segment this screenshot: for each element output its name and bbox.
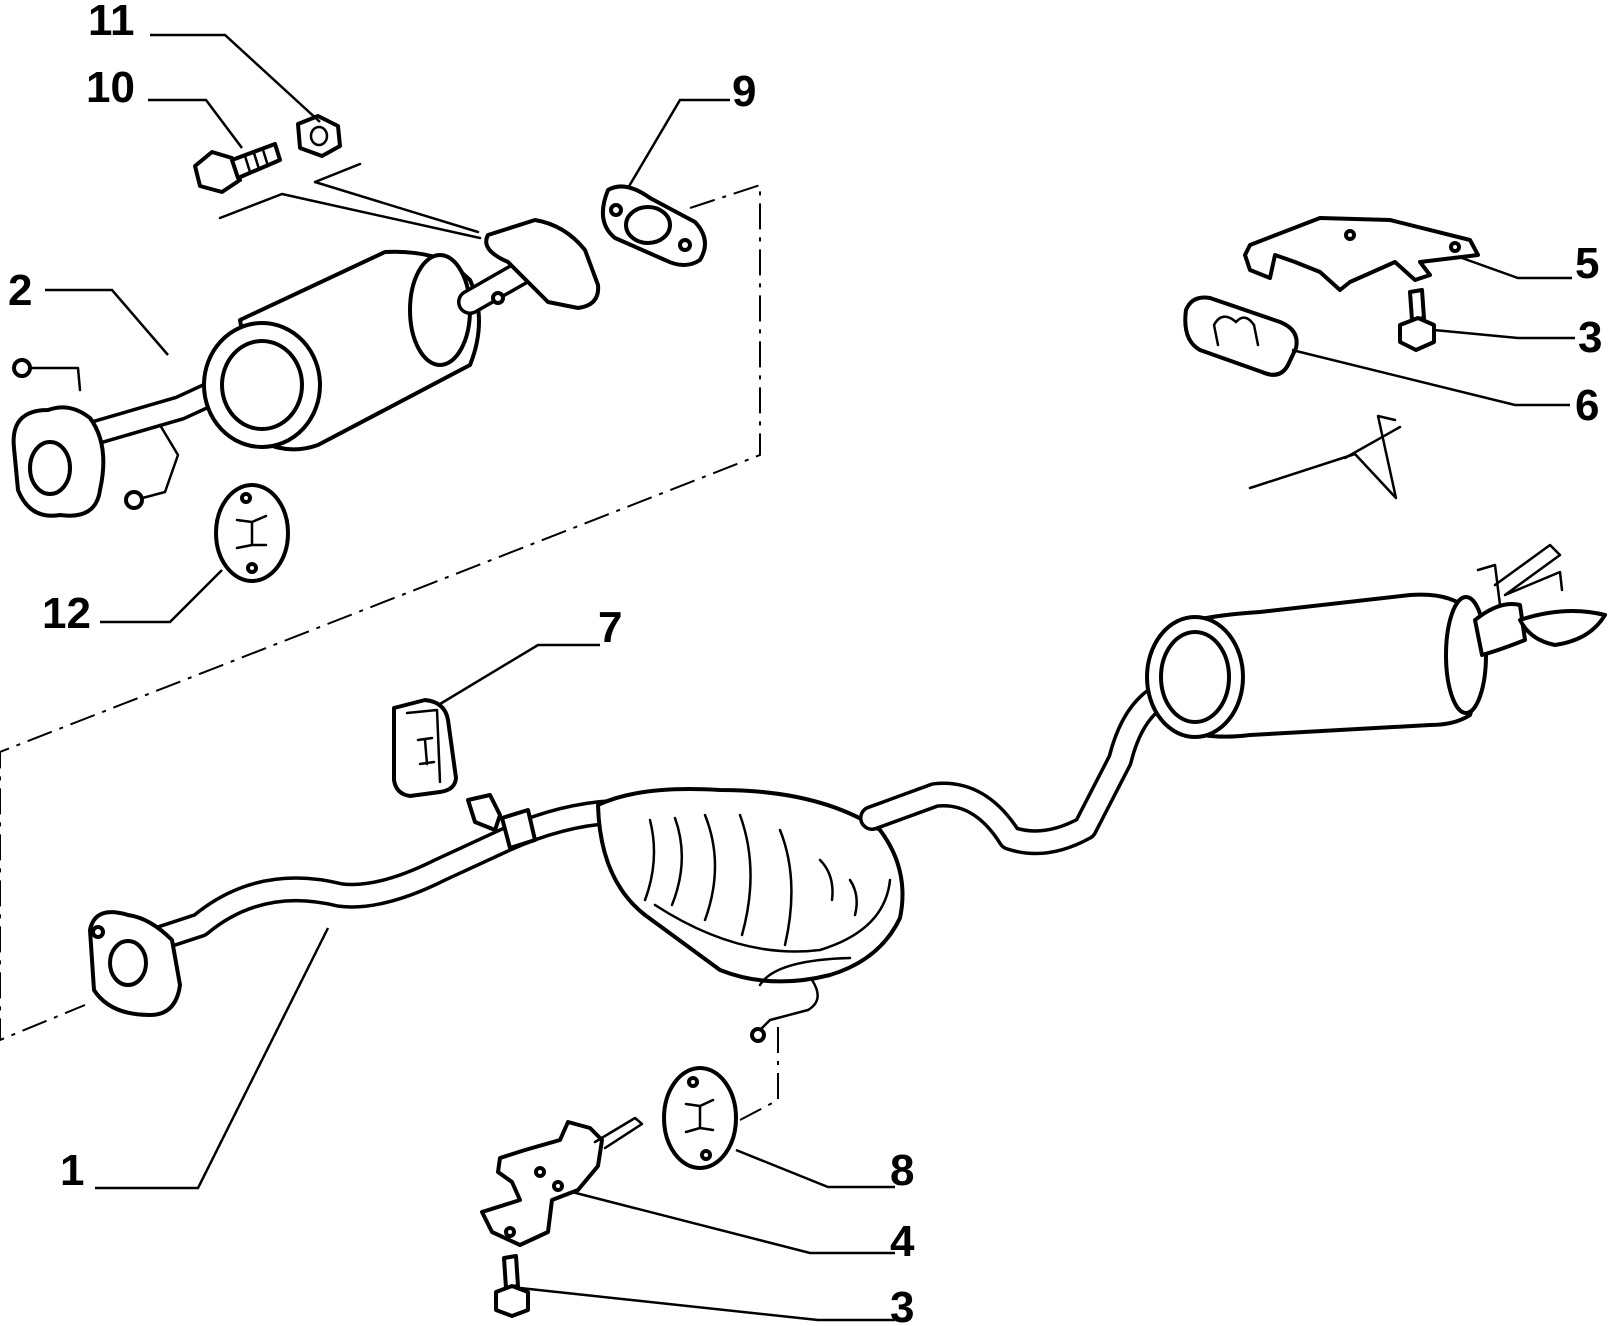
- callout-4: 4: [890, 1217, 915, 1266]
- flange-bolt: [193, 142, 282, 194]
- stud-upper: [1398, 288, 1436, 352]
- rubber-mount-rear: [662, 1066, 738, 1170]
- stud-lower: [494, 1254, 530, 1318]
- front-pipe-catalytic-converter: [11, 218, 601, 518]
- flange-nut: [296, 114, 342, 158]
- exhaust-pipe-system: [88, 543, 1607, 1043]
- rubber-hanger: [392, 698, 458, 798]
- assembly-reference-lines: [0, 183, 779, 1121]
- callout-12: 12: [42, 589, 91, 638]
- callout-11: 11: [88, 0, 135, 45]
- callout-leader-lines: [45, 33, 1575, 1322]
- callout-labels: 11 10 2 9 5 3 6 12 7 8 4 3 1: [8, 0, 1602, 1326]
- rear-bracket: [1243, 216, 1480, 292]
- front-bracket: [480, 1116, 644, 1247]
- callout-2: 2: [8, 266, 32, 315]
- callout-8: 8: [890, 1146, 914, 1195]
- callout-3-upper: 3: [1578, 313, 1602, 362]
- callout-9: 9: [732, 67, 756, 116]
- callout-3-lower: 3: [890, 1283, 914, 1326]
- callout-7: 7: [598, 603, 622, 652]
- rubber-hanger-block: [1183, 295, 1299, 377]
- bolt-alignment-marks: [218, 162, 482, 240]
- flange-gasket: [600, 184, 707, 267]
- rubber-mount-front: [214, 483, 290, 583]
- view-direction-arrow: [1248, 414, 1402, 500]
- callout-5: 5: [1575, 239, 1599, 288]
- callout-10: 10: [86, 63, 135, 112]
- callout-6: 6: [1575, 381, 1599, 430]
- callout-1: 1: [60, 1146, 84, 1195]
